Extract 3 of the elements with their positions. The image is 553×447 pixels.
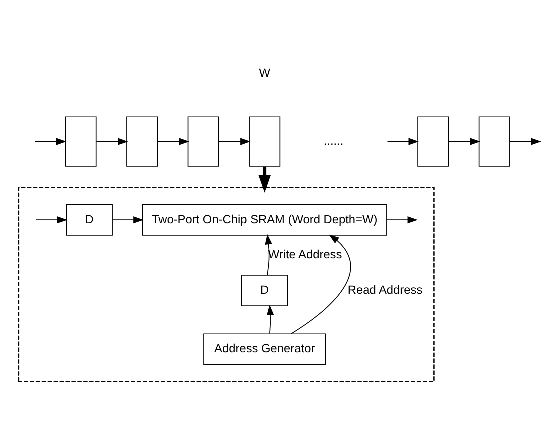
label: W (259, 66, 270, 80)
edge-label: Read Address (348, 282, 423, 297)
label: ...... (324, 134, 344, 148)
